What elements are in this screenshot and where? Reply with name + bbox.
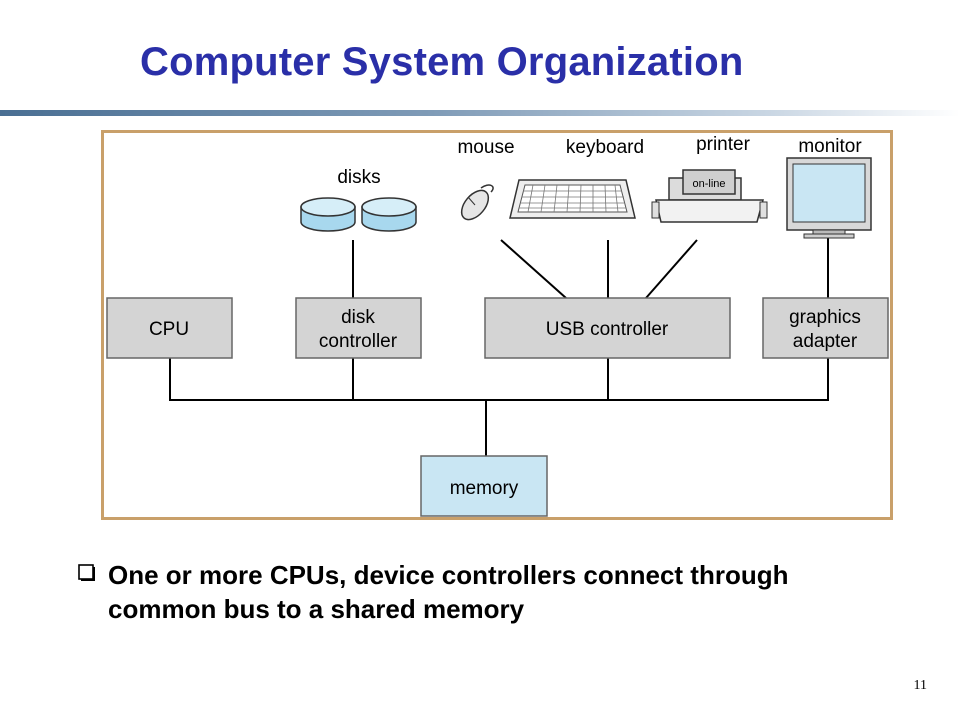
monitor-icon bbox=[786, 157, 872, 239]
graphics-adapter-box bbox=[762, 297, 889, 359]
disk-controller-box bbox=[295, 297, 422, 359]
printer-icon bbox=[651, 169, 768, 223]
mouse-label: mouse bbox=[457, 137, 514, 158]
graphics-adapter-label-line1: graphics bbox=[789, 307, 861, 328]
disk-controller-label-line1: disk bbox=[341, 307, 375, 328]
keyboard-label: keyboard bbox=[566, 137, 644, 158]
printer-label: printer bbox=[696, 134, 751, 155]
checkbox-bullet-icon bbox=[78, 564, 95, 581]
printer-status-label: on-line bbox=[692, 178, 725, 190]
bus-lines bbox=[169, 238, 829, 456]
cpu-label: CPU bbox=[149, 319, 189, 340]
graphics-adapter-label-line2: adapter bbox=[793, 331, 858, 352]
slide-title: Computer System Organization bbox=[140, 40, 744, 84]
title-divider bbox=[0, 110, 960, 116]
bullet-text: One or more CPUs, device controllers con… bbox=[108, 560, 789, 624]
usb-controller-label: USB controller bbox=[546, 319, 669, 340]
disks-label: disks bbox=[337, 167, 380, 188]
disks-icon bbox=[300, 197, 417, 232]
page-number: 11 bbox=[913, 678, 927, 693]
usb-controller-box bbox=[484, 297, 731, 359]
system-organization-diagram: disks mouse bbox=[101, 130, 893, 520]
memory-box bbox=[420, 455, 548, 517]
monitor-label: monitor bbox=[798, 136, 862, 157]
keyboard-icon bbox=[509, 179, 636, 219]
memory-label: memory bbox=[450, 478, 519, 499]
cpu-box bbox=[106, 297, 233, 359]
disk-controller-label-line2: controller bbox=[319, 331, 398, 352]
mouse-icon bbox=[460, 184, 494, 221]
